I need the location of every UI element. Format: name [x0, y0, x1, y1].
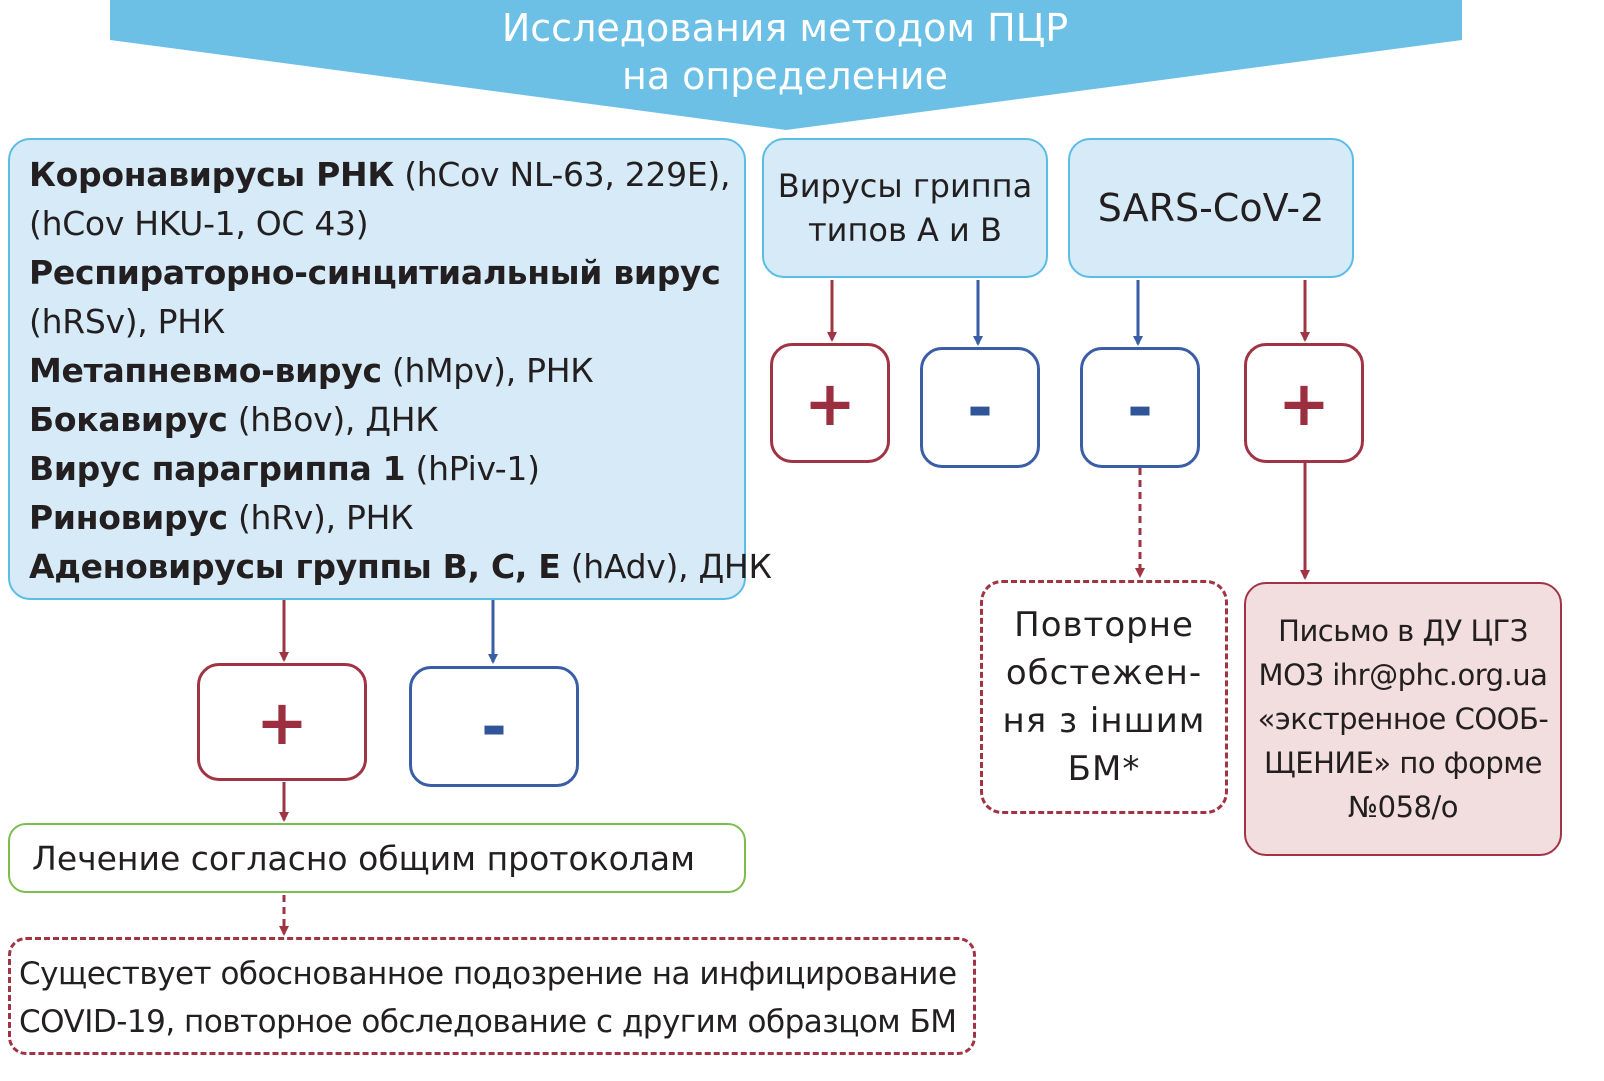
- virus-item: Коронавирусы РНК (hCov NL-63, 229E),: [29, 155, 731, 194]
- influenza-line2: типов А и В: [808, 211, 1002, 249]
- treatment-box: Лечение согласно общим протоколам: [8, 823, 746, 893]
- letter-line: №058/о: [1347, 790, 1459, 824]
- header-title-line1: Исследования методом ПЦР: [501, 6, 1069, 50]
- repeat-line: ня з іншим: [1002, 701, 1206, 741]
- header-banner: [110, 0, 1462, 130]
- suspicion-line1: Существует обоснованное подозрение на ин…: [19, 956, 957, 992]
- virus-item: Респираторно-синцитиальный вирус: [29, 253, 721, 292]
- minus-sign: -: [967, 371, 993, 444]
- header-title: Исследования методом ПЦР на определение: [110, 4, 1460, 100]
- virus-list-box: Коронавирусы РНК (hCov NL-63, 229E), (hC…: [8, 138, 772, 600]
- influenza-line1: Вирусы гриппа: [777, 167, 1033, 205]
- repeat-line: Повторне: [1014, 605, 1194, 645]
- virus-item: Риновирус (hRv), РНК: [29, 498, 414, 537]
- sars-negative-box: -: [1080, 347, 1200, 468]
- minus-sign: -: [481, 690, 507, 763]
- list-negative-box: -: [409, 666, 579, 787]
- virus-item: Вирус парагриппа 1 (hPiv-1): [29, 449, 540, 488]
- letter-line: ЩЕНИЕ» по форме: [1264, 746, 1542, 780]
- flu-negative-box: -: [920, 347, 1040, 468]
- letter-line: МОЗ ihr@phc.org.ua: [1258, 658, 1548, 692]
- virus-item: Бокавирус (hBov), ДНК: [29, 400, 439, 439]
- virus-item: Метапневмо-вирус (hMpv), РНК: [29, 351, 594, 390]
- virus-item: (hRSv), РНК: [29, 302, 225, 341]
- suspicion-box: Существует обоснованное подозрение на ин…: [8, 937, 976, 1055]
- flu-positive-box: +: [770, 343, 890, 463]
- sars-cov-2-box: SARS-CoV-2: [1068, 138, 1354, 278]
- letter-line: «экстренное СООБ-: [1257, 702, 1549, 736]
- plus-sign: +: [804, 366, 856, 440]
- plus-sign: +: [256, 685, 308, 759]
- header-title-line2: на определение: [621, 54, 949, 98]
- letter-box: Письмо в ДУ ЦГЗ МОЗ ihr@phc.org.ua «экст…: [1244, 582, 1562, 856]
- suspicion-line2: COVID-19, повторное обследование с други…: [19, 1004, 957, 1040]
- repeat-line: обстежен-: [1005, 653, 1203, 693]
- treatment-label: Лечение согласно общим протоколам: [32, 838, 696, 878]
- repeat-line: БМ*: [1067, 749, 1141, 789]
- letter-line: Письмо в ДУ ЦГЗ: [1278, 614, 1528, 648]
- minus-sign: -: [1127, 371, 1153, 444]
- repeat-exam-box: Повторне обстежен- ня з іншим БМ*: [980, 580, 1228, 814]
- list-positive-box: +: [197, 663, 367, 781]
- virus-item: (hCov HKU-1, OC 43): [29, 204, 369, 243]
- virus-item: Аденовирусы группы B, C, E (hAdv), ДНК: [29, 547, 772, 586]
- plus-sign: +: [1278, 366, 1330, 440]
- influenza-box: Вирусы гриппа типов А и В: [762, 138, 1048, 278]
- sars-positive-box: +: [1244, 343, 1364, 463]
- sars-label: SARS-CoV-2: [1097, 186, 1325, 230]
